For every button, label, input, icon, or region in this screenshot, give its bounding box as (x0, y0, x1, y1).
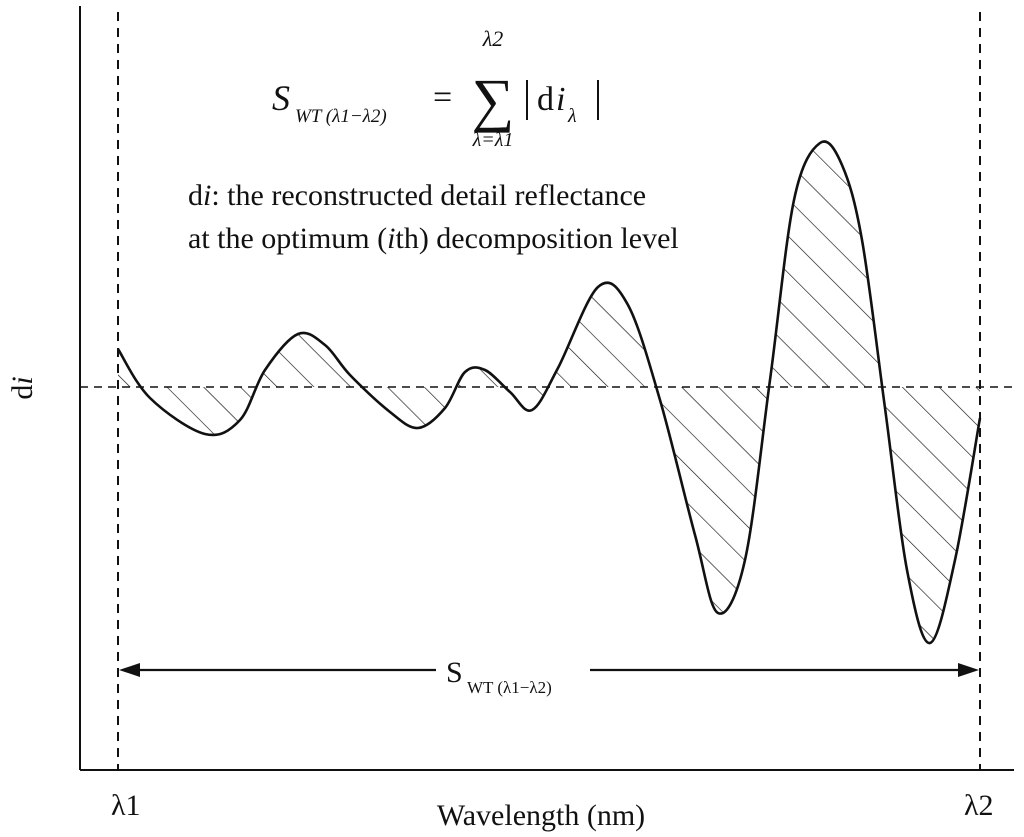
span-arrow-right-head (958, 663, 979, 677)
x-end-label: λ2 (964, 789, 994, 822)
span-label-subscript: WT (λ1−λ2) (467, 678, 552, 697)
formula-equals: = (433, 79, 452, 116)
formula-term-subscript: λ (567, 105, 577, 127)
sum-upper-limit: λ2 (482, 26, 504, 51)
x-axis-label: Wavelength (nm) (437, 799, 645, 832)
formula-term-i: i (556, 81, 565, 118)
span-arrow-left-head (119, 663, 140, 677)
description-line2-a: at the optimum ( (188, 222, 387, 255)
formula: S WT (λ1−λ2) = λ2 ∑ λ=λ1 d i λ (272, 26, 599, 151)
description-line-2: at the optimum (ith) decomposition level (188, 222, 679, 255)
x-start-label: λ1 (111, 789, 141, 822)
formula-lhs-subscript: WT (λ1−λ2) (295, 106, 387, 127)
description-line2-i: i (387, 222, 395, 255)
span-label: S (446, 656, 463, 689)
description-d: d (188, 179, 203, 212)
formula-lhs: S (272, 78, 290, 118)
y-axis-label: di (6, 376, 39, 399)
description-line-1: di: the reconstructed detail reflectance (188, 179, 646, 212)
sum-lower-limit: λ=λ1 (472, 129, 514, 151)
detail-reflectance-curve (116, 140, 982, 645)
description-rest: : the reconstructed detail reflectance (211, 179, 646, 212)
y-axis-label-i: i (6, 376, 39, 384)
sum-sign: ∑ (472, 67, 515, 133)
description-i: i (203, 179, 211, 212)
formula-term-d: d (537, 81, 554, 118)
hatched-area (118, 141, 980, 644)
description-line2-b: th) decomposition level (395, 222, 678, 255)
y-axis-label-d: d (6, 385, 39, 400)
